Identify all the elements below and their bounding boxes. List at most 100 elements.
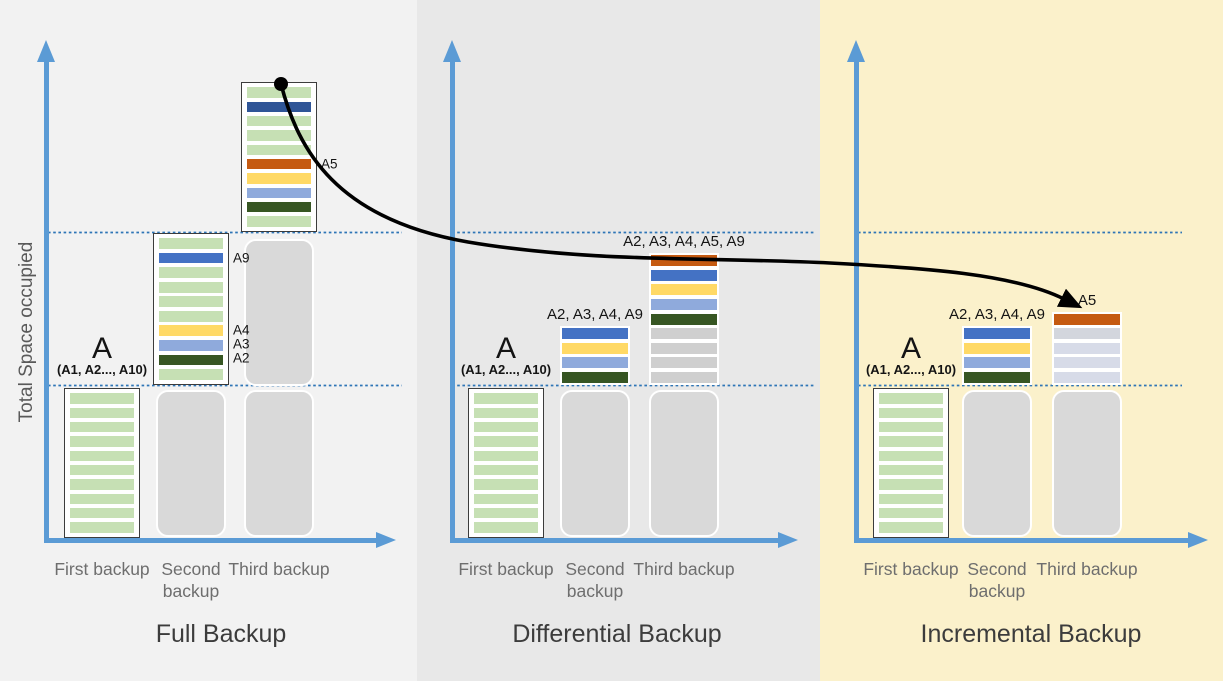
stripe	[159, 238, 223, 249]
stripe	[70, 493, 134, 505]
previous-backup-ghost-bar	[156, 390, 226, 537]
panel-title-full-backup: Full Backup	[155, 620, 287, 648]
stripe-chip	[1052, 355, 1122, 371]
stripe	[247, 158, 311, 170]
stripe	[474, 407, 538, 419]
stripe-chip	[1052, 326, 1122, 342]
stripe	[879, 421, 943, 433]
stripe	[70, 464, 134, 476]
stripe-chip	[1052, 370, 1122, 385]
stripe	[70, 522, 134, 533]
y-axis-arrow-icon	[442, 40, 461, 62]
x-axis-arrow-icon	[1188, 532, 1208, 548]
stripe-label: A9	[233, 250, 250, 266]
column-label-second-backup: Second backup	[161, 559, 221, 601]
stripe-label: A2	[233, 350, 250, 366]
stripe-chip	[649, 355, 719, 371]
stripe-chip	[560, 326, 630, 342]
stripe	[474, 450, 538, 462]
stripe-label: A4	[233, 322, 250, 338]
stripe-label: A3	[233, 336, 250, 352]
column-label-third-backup: Third backup	[228, 559, 330, 579]
column-label-second-backup: Second backup	[967, 559, 1027, 601]
stripe	[247, 201, 311, 213]
bar-first-backup	[64, 388, 140, 538]
stripe	[247, 144, 311, 156]
stripe	[159, 325, 223, 337]
previous-backup-ghost-bar	[244, 239, 314, 386]
stripe-chip	[560, 340, 630, 356]
column-label-second-backup: Second backup	[565, 559, 625, 601]
stack-label: A2, A3, A4, A9	[547, 306, 643, 324]
stripe	[159, 252, 223, 264]
column-label-first-backup: First backup	[54, 559, 150, 579]
bar-a-sublabel: (A1, A2..., A10)	[56, 362, 148, 377]
stripe	[159, 354, 223, 366]
stripe-chip	[649, 370, 719, 385]
stripe	[247, 173, 311, 184]
column-label-third-backup: Third backup	[633, 559, 735, 579]
stripe	[159, 267, 223, 279]
stripe	[70, 393, 134, 404]
stack-label: A2, A3, A4, A5, A9	[623, 233, 745, 251]
stripe	[70, 450, 134, 462]
column-label-first-backup: First backup	[458, 559, 554, 579]
y-axis	[43, 52, 49, 543]
stripe	[159, 310, 223, 322]
stripe	[879, 407, 943, 419]
stripe	[879, 436, 943, 447]
stripe-chip	[649, 326, 719, 342]
stripe-chip	[649, 340, 719, 356]
stripe	[159, 281, 223, 293]
stripe-chip	[962, 326, 1032, 342]
y-axis-arrow-icon	[36, 40, 55, 62]
stripe	[159, 340, 223, 351]
stripe	[474, 464, 538, 476]
stripe	[70, 507, 134, 519]
stripe	[879, 479, 943, 490]
stripe	[247, 87, 311, 98]
stripe	[70, 479, 134, 490]
panel-title-incremental-backup: Incremental Backup	[920, 620, 1142, 648]
stripe	[70, 436, 134, 447]
stripe	[474, 507, 538, 519]
previous-backup-ghost-bar	[560, 390, 630, 537]
stripe	[879, 493, 943, 505]
x-axis	[449, 538, 780, 543]
stripe-chip	[962, 340, 1032, 356]
stripe-chip	[560, 355, 630, 371]
bar-first-backup	[468, 388, 544, 538]
stripe	[474, 479, 538, 490]
previous-backup-ghost-bar	[244, 390, 314, 537]
column-label-first-backup: First backup	[863, 559, 959, 579]
panel-title-differential-backup: Differential Backup	[512, 620, 722, 648]
stripe	[247, 216, 311, 227]
stripe-chip	[560, 370, 630, 385]
stripe	[247, 187, 311, 199]
x-axis	[853, 538, 1190, 543]
stripe	[879, 393, 943, 404]
stack-label: A5	[1077, 291, 1097, 309]
stripe	[70, 421, 134, 433]
x-axis-arrow-icon	[778, 532, 798, 548]
stripe	[159, 296, 223, 308]
bar-a-label: A	[91, 332, 112, 365]
bar-first-backup	[873, 388, 949, 538]
stripe	[879, 507, 943, 519]
stripe	[879, 450, 943, 462]
stripe	[474, 436, 538, 447]
stripe-chip	[649, 311, 719, 327]
stripe	[474, 522, 538, 533]
bar-second-backup	[153, 233, 229, 385]
stripe-chip	[962, 370, 1032, 385]
column-label-third-backup: Third backup	[1036, 559, 1138, 579]
x-axis	[43, 538, 378, 543]
stripe	[70, 407, 134, 419]
stripe	[247, 130, 311, 141]
previous-backup-ghost-bar	[1052, 390, 1122, 537]
stripe-label: A5	[321, 156, 338, 172]
previous-backup-ghost-bar	[962, 390, 1032, 537]
stripe	[474, 393, 538, 404]
